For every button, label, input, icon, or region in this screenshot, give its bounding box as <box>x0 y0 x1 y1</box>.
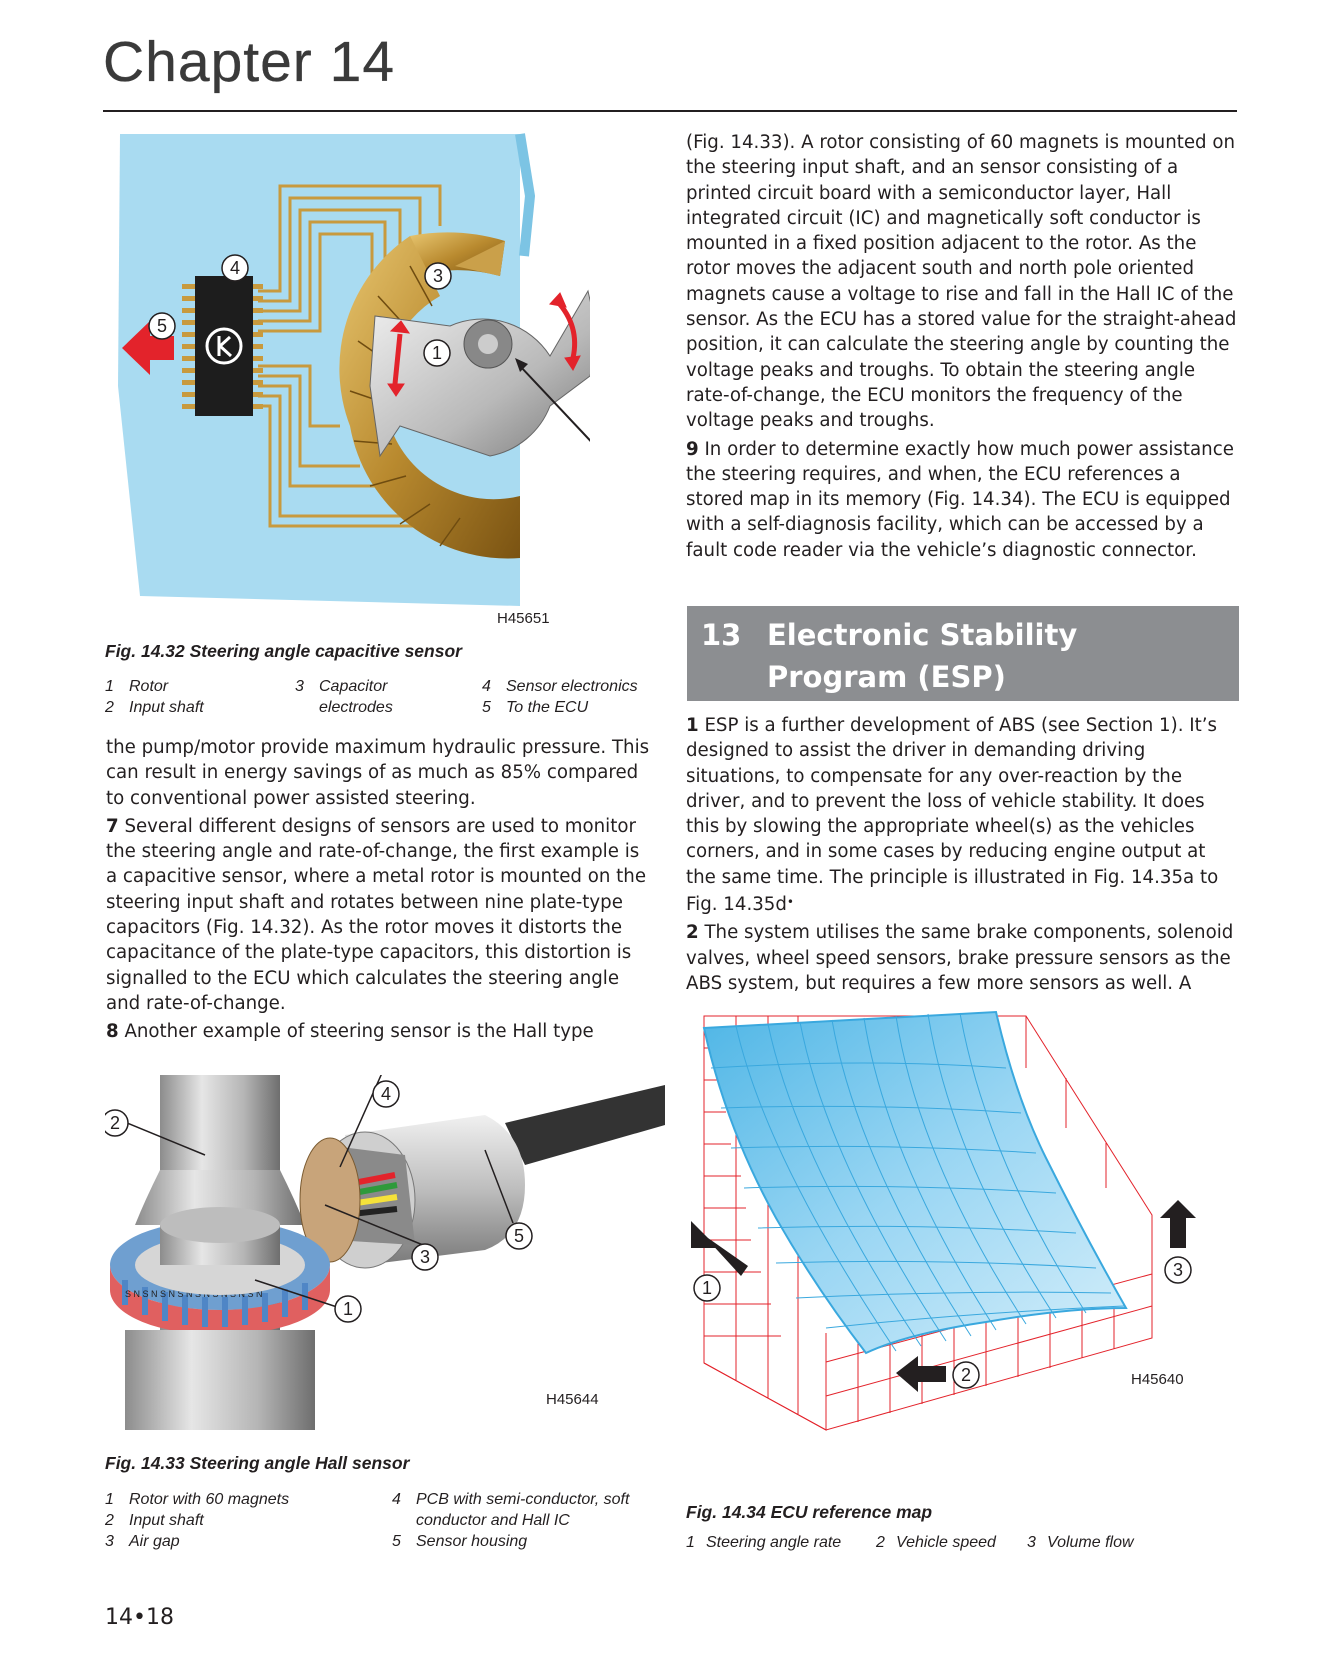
callout-circle-3 <box>1164 1256 1192 1284</box>
callout-2: 2 <box>961 1365 971 1385</box>
figure-hall-sensor: S N S N S N S N S N S N S N S N 1 2 3 4 … <box>105 1075 665 1430</box>
callout-3: 3 <box>420 1247 430 1267</box>
to-ecu-arrow-icon <box>122 321 174 375</box>
callout-1: 1 <box>702 1278 712 1298</box>
capacitor-electrodes <box>339 236 520 559</box>
body-text-right: (Fig. 14.33). A rotor consisting of 60 m… <box>686 130 1238 563</box>
callout-1: 1 <box>432 343 442 363</box>
paragraph: 1 ESP is a further development of ABS (s… <box>686 715 1219 916</box>
callout-circle-3 <box>424 262 452 290</box>
page-number: 14•18 <box>105 1605 174 1630</box>
callout-circle-5 <box>505 1222 533 1250</box>
capacitive-sensor-illustration: 1 2 3 4 5 H45651 <box>118 133 590 626</box>
figure-caption: Fig. 14.33 Steering angle Hall sensor <box>105 1453 410 1473</box>
paragraph: the pump/motor provide maximum hydraulic… <box>106 737 650 809</box>
figure-ref-code: H45651 <box>497 610 550 626</box>
callout-circle-1 <box>693 1274 721 1302</box>
hall-sensor-illustration: S N S N S N S N S N S N S N S N 1 2 3 4 … <box>105 1075 665 1430</box>
paragraph: 7 Several different designs of sensors a… <box>106 815 647 1014</box>
callout-circle-1 <box>423 339 451 367</box>
vehicle-speed-arrow-icon <box>896 1356 946 1392</box>
callout-4: 4 <box>230 258 240 278</box>
callout-3: 3 <box>433 266 443 286</box>
callout-1: 1 <box>343 1299 353 1319</box>
magnet-labels: S N S N S N S N S N S N S N S N <box>125 1289 263 1299</box>
section-text: 1 ESP is a further development of ABS (s… <box>686 713 1238 996</box>
callout-5: 5 <box>514 1226 524 1246</box>
chip-logo-icon <box>205 327 243 365</box>
callout-3: 3 <box>1173 1260 1183 1280</box>
callout-circle-2 <box>105 1109 129 1137</box>
callout-4: 4 <box>381 1084 391 1104</box>
paragraph: (Fig. 14.33). A rotor consisting of 60 m… <box>686 132 1237 432</box>
figure-ref-code: H45640 <box>1131 1371 1184 1388</box>
circuit-traces <box>258 184 442 528</box>
paragraph: 8 Another example of steering sensor is … <box>106 1021 594 1043</box>
volume-flow-arrow-icon <box>1160 1200 1196 1248</box>
section-number: 13 <box>701 618 742 652</box>
figure-caption: Fig. 14.32 Steering angle capacitive sen… <box>105 641 462 661</box>
callout-circle-4 <box>372 1080 400 1108</box>
paragraph: 2 The system utilises the same brake com… <box>686 922 1234 994</box>
callout-circle-3 <box>411 1243 439 1271</box>
figure-ref-code: H45644 <box>546 1391 599 1408</box>
figure-ecu-map: 1 2 3 H45640 <box>686 1008 1246 1488</box>
figure-capacitive-sensor: 1 2 3 4 5 H45651 <box>110 126 590 626</box>
callout-2: 2 <box>110 1113 120 1133</box>
body-text-left: the pump/motor provide maximum hydraulic… <box>106 735 654 1045</box>
callout-5: 5 <box>157 316 167 336</box>
rotor <box>369 289 590 458</box>
header-rule <box>103 110 1237 112</box>
callout-circle-5 <box>148 312 176 340</box>
sensor-electronics-chip <box>195 276 253 416</box>
figure-caption: Fig. 14.34 ECU reference map <box>686 1502 933 1522</box>
section-header: 13 Electronic Stability Program (ESP) <box>687 606 1239 701</box>
steering-rate-arrow-icon <box>691 1221 748 1276</box>
section-title: Electronic Stability Program (ESP) <box>767 618 1078 694</box>
ecu-map-illustration: 1 2 3 H45640 <box>691 1010 1196 1431</box>
paragraph: 9 In order to determine exactly how much… <box>686 438 1234 561</box>
callout-circle-4 <box>221 254 249 282</box>
callout-circle-1 <box>334 1295 362 1323</box>
callout-circle-2 <box>952 1361 980 1389</box>
chapter-title: Chapter 14 <box>103 30 396 94</box>
